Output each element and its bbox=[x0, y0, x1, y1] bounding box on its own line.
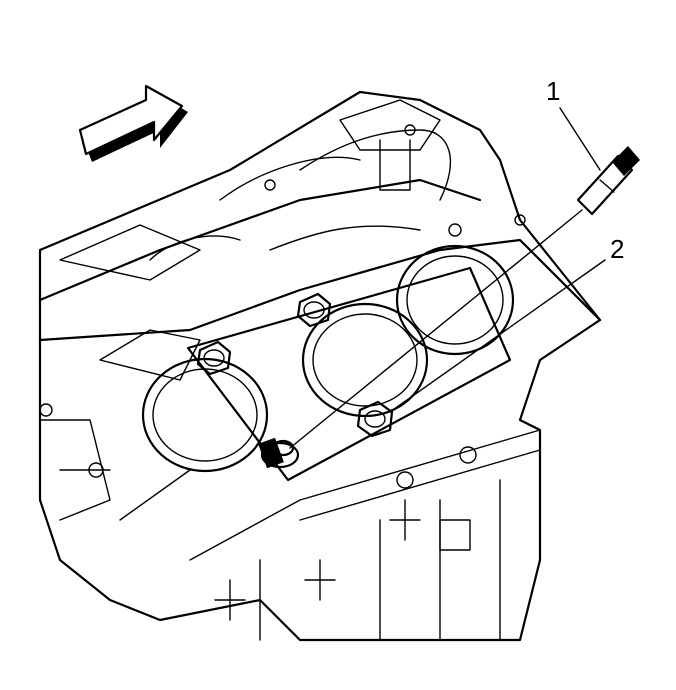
callout-2: 2 bbox=[610, 234, 624, 264]
callout-1: 1 bbox=[546, 76, 560, 106]
dowel-pin-icon bbox=[576, 146, 640, 216]
dowel-pin-installed bbox=[258, 437, 300, 469]
cylinder-bores bbox=[141, 244, 515, 473]
engine-block bbox=[38, 90, 602, 642]
leader-line-dowel bbox=[289, 209, 583, 449]
bolt-icon bbox=[196, 292, 394, 438]
leader-line-1 bbox=[559, 107, 601, 171]
leader-line-2 bbox=[389, 259, 606, 413]
front-direction-arrow-icon bbox=[78, 84, 188, 162]
cylinder-head-gasket bbox=[186, 266, 512, 482]
